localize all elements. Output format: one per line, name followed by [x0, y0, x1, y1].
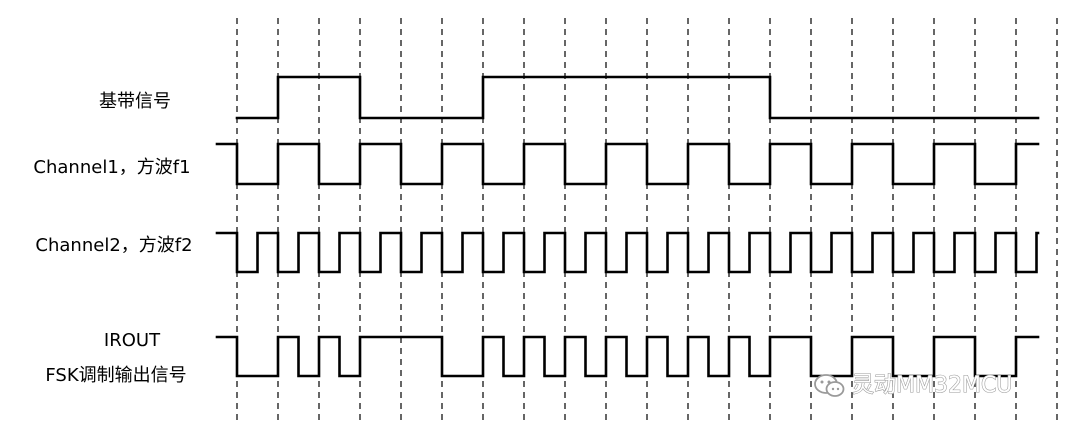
channel2-waveform [215, 231, 1040, 274]
watermark-text: 灵动MM32MCU [852, 373, 1012, 398]
wechat-icon [814, 374, 845, 397]
channel1-label: Channel1，方波f1 [33, 157, 190, 178]
irout-label-line2: FSK调制输出信号 [45, 365, 186, 386]
baseband-label: 基带信号 [99, 91, 171, 112]
irout-waveform [215, 335, 1040, 378]
channel1-waveform [215, 142, 1040, 186]
irout-label-line1: IROUT [104, 330, 161, 351]
channel2-label: Channel2，方波f2 [35, 235, 192, 256]
baseband-waveform [235, 75, 1040, 120]
